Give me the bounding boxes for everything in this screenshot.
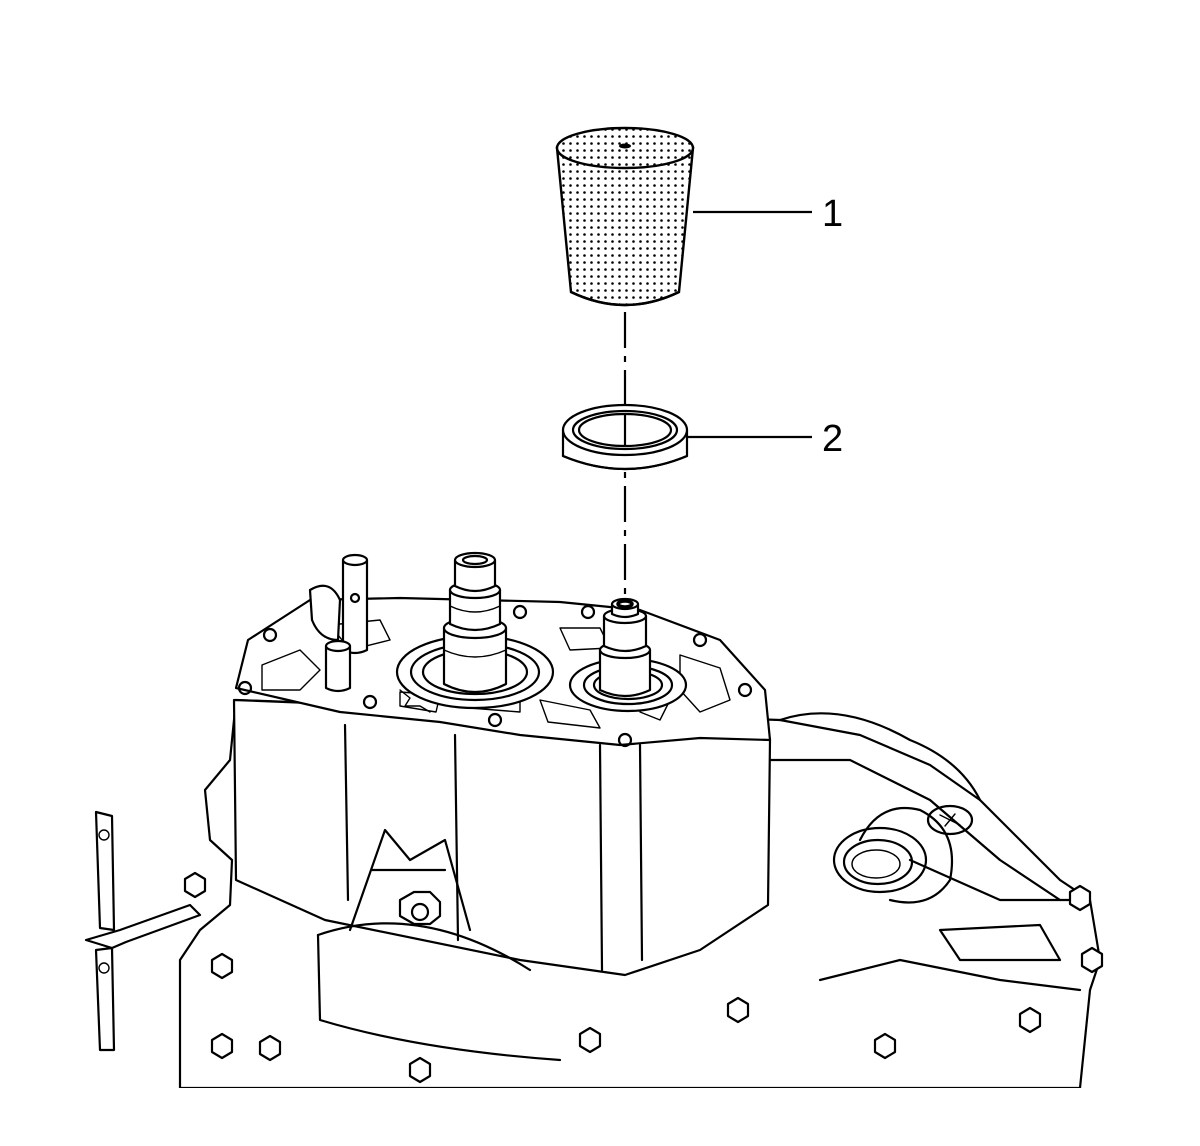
transmission-case [84, 551, 1104, 1088]
shift-rails [308, 553, 369, 693]
callout-2: 2 [687, 418, 843, 460]
case-bolts [183, 871, 1104, 1084]
callout-number-2: 2 [822, 418, 843, 460]
input-shaft [442, 551, 508, 694]
callout-number-1: 1 [822, 193, 843, 235]
bearing-race [561, 403, 689, 471]
installer-tool [555, 126, 695, 307]
callout-1: 1 [693, 193, 843, 235]
output-shaft [598, 597, 652, 698]
mounting-bracket [84, 810, 202, 1052]
flange-holes [237, 604, 753, 748]
